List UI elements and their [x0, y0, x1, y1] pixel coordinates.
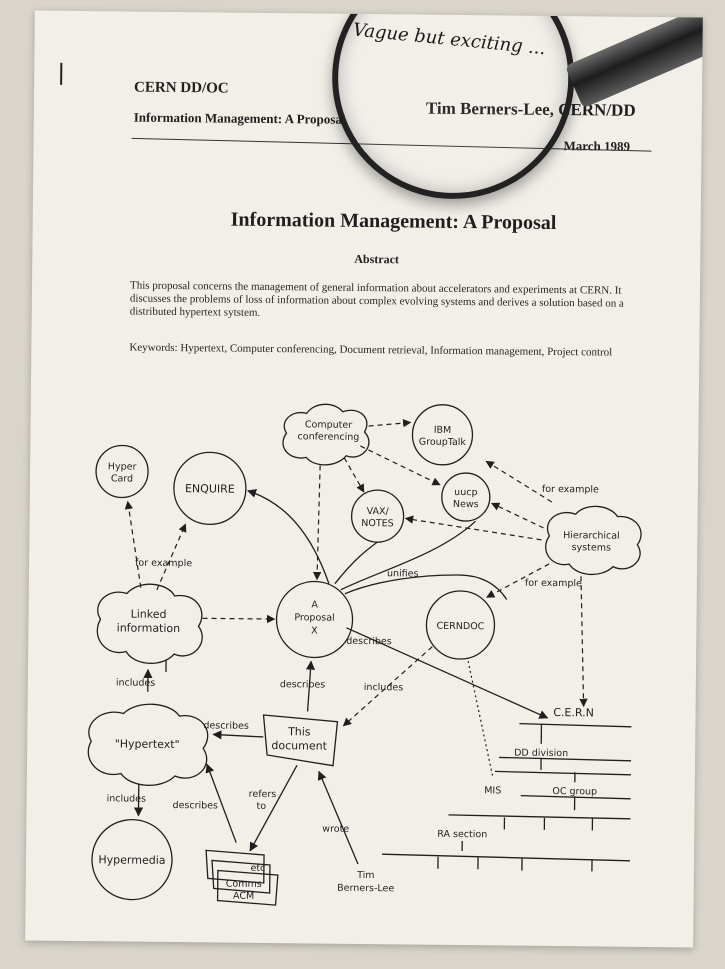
- hypertext-cloud: [87, 703, 209, 786]
- ibm-grouptalk-circle: [411, 404, 474, 466]
- enquire-circle: [173, 451, 247, 526]
- node-enquire: ENQUIRE: [185, 482, 235, 496]
- node-uucp-l1: uucp: [454, 487, 477, 498]
- hypercard-circle: [95, 444, 149, 499]
- node-cern: C.E.R.N: [553, 706, 594, 719]
- node-hypermedia: Hypermedia: [98, 853, 165, 867]
- uucp-news-circle: [441, 472, 491, 522]
- node-mis: MIS: [484, 785, 501, 796]
- edge-refers-l1: refers: [249, 789, 277, 800]
- edge-for-example-top: for example: [542, 484, 599, 496]
- edge-describes-bottom: describes: [173, 800, 219, 811]
- node-etc: etc: [250, 863, 265, 874]
- node-comms-l2: ACM: [233, 891, 254, 902]
- node-this-doc-l2: document: [271, 739, 327, 753]
- document-page: CERN DD/OC Information Management: A Pro…: [25, 10, 703, 948]
- node-proposal-l3: X: [311, 625, 318, 636]
- node-hypertext: "Hypertext": [115, 737, 180, 751]
- edge-refers-l2: to: [257, 801, 267, 812]
- node-ibm-l2: GroupTalk: [419, 437, 467, 448]
- node-tim-l1: Tim: [356, 870, 375, 881]
- node-hier-l2: systems: [572, 542, 611, 553]
- edge-includes-left: includes: [116, 677, 156, 688]
- edge-describes-up: describes: [280, 679, 326, 690]
- node-vax-l1: VAX/: [367, 506, 390, 517]
- edge-for-example-mid: for example: [525, 578, 582, 590]
- node-proposal-l1: A: [311, 599, 318, 610]
- node-linked-l1: Linked: [131, 608, 167, 621]
- this-document-box: [262, 714, 339, 767]
- node-hypercard-l1: Hyper: [108, 461, 137, 472]
- node-comms-l1: Comms: [226, 879, 262, 890]
- proposal-circle: [275, 580, 354, 659]
- node-proposal-l2: Proposal: [294, 612, 334, 623]
- node-ibm-l1: IBM: [434, 425, 452, 436]
- edge-includes-cerndoc: includes: [364, 682, 404, 693]
- edge-includes-bottom: includes: [107, 793, 147, 804]
- edge-wrote: wrote: [322, 824, 349, 835]
- linked-information-cloud: [96, 583, 203, 664]
- node-computer-conferencing-l1: Computer: [305, 419, 352, 430]
- node-this-doc-l1: This: [287, 725, 311, 738]
- node-hypercard-l2: Card: [111, 473, 133, 484]
- edge-describes-proposal: describes: [346, 636, 392, 647]
- proposal-diagram: Computer conferencing IBM GroupTalk Hype…: [87, 403, 642, 906]
- node-hier-l1: Hierarchical: [563, 530, 620, 542]
- comms-acm-stack: [216, 869, 279, 906]
- edge-unifies: unifies: [387, 568, 419, 579]
- hierarchical-systems-cloud: [545, 505, 642, 576]
- node-computer-conferencing-l2: conferencing: [298, 431, 360, 443]
- node-tim-l2: Berners-Lee: [337, 883, 394, 895]
- cerndoc-circle: [425, 590, 496, 660]
- node-oc-group: OC group: [552, 786, 597, 797]
- node-linked-l2: information: [117, 621, 181, 635]
- node-uucp-l2: News: [453, 499, 479, 510]
- hypermedia-circle: [91, 818, 173, 901]
- node-dd-division: DD division: [514, 748, 568, 760]
- node-cerndoc: CERNDOC: [437, 621, 485, 633]
- node-ra-section: RA section: [437, 829, 487, 841]
- computer-conferencing-cloud: [282, 403, 370, 466]
- node-vax-l2: NOTES: [361, 518, 394, 529]
- edge-describes-hyper: describes: [203, 720, 249, 731]
- edge-for-example-left: for example: [135, 558, 192, 570]
